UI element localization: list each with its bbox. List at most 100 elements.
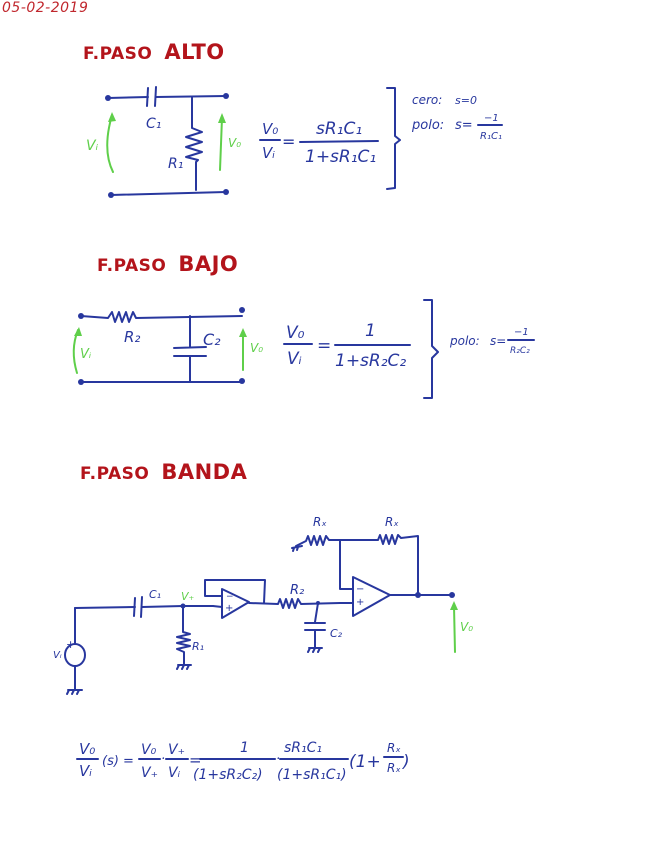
- output-terminal-top: [223, 93, 229, 99]
- eq-lhs-arg: (s) =: [102, 754, 134, 769]
- high-pass-circuit: C₁ R₁ Vᵢ V₀: [86, 86, 241, 198]
- eq-f2-num: V₊: [168, 742, 185, 758]
- pole-den: R₂C₂: [510, 346, 530, 356]
- label-r2: R₂: [290, 583, 304, 598]
- eq-t3-close: ): [401, 752, 410, 772]
- label-vin: Vᵢ: [80, 347, 92, 362]
- eq-t3-den: Rₓ: [387, 761, 401, 775]
- title-high-pass: F.PASO ALTO: [83, 40, 225, 64]
- opamp-plus: +: [225, 603, 233, 614]
- tf-numerator: sR₁C₁: [316, 119, 362, 139]
- resistor-rx-feedback: [339, 534, 419, 596]
- label-c1: C₁: [146, 116, 161, 132]
- vout-arrow: [453, 605, 456, 653]
- capacitor-c2-symbol: [173, 315, 207, 383]
- equals-sign: =: [317, 336, 331, 356]
- tf-lhs-num: V₀: [286, 323, 305, 343]
- vout-arrowhead: [218, 113, 226, 123]
- wire: [74, 606, 136, 609]
- label-vout: V₀: [250, 341, 263, 355]
- eq-dot: ·: [161, 752, 165, 767]
- band-pass-equation: V₀ Vᵢ (s) = V₀ V₊ · V₊ Vᵢ = 1 (1+sR₂C₂) …: [76, 740, 410, 783]
- vin-arrow: [106, 114, 114, 173]
- output-terminal-bottom: [239, 378, 245, 384]
- low-pass-circuit: R₂ C₂ Vᵢ V₀: [72, 307, 263, 385]
- label-r1: R₁: [192, 640, 204, 653]
- pole-num: −1: [514, 327, 529, 338]
- equals-sign: =: [282, 132, 295, 151]
- title-prefix: F.PASO: [80, 464, 150, 484]
- label-r2: R₂: [124, 328, 140, 346]
- resistor-r2-symbol: [248, 598, 341, 609]
- vout-arrow: [219, 117, 223, 171]
- label-rx-feedback: Rₓ: [385, 515, 399, 529]
- resistor-rx-to-ground: [295, 535, 341, 547]
- eq-f1-num: V₀: [141, 742, 157, 758]
- output-terminal-top: [239, 307, 245, 313]
- ground-symbol: [66, 665, 83, 695]
- title-main: BAJO: [178, 252, 239, 276]
- label-c1: C₁: [149, 588, 161, 601]
- wire: [110, 191, 227, 196]
- eq-lhs-den: Vᵢ: [79, 762, 92, 780]
- pole-lhs: s=: [490, 334, 506, 348]
- zero-label: cero:: [412, 93, 442, 107]
- tf-lhs-den: Vᵢ: [287, 349, 302, 369]
- pole-label: polo:: [411, 118, 444, 133]
- label-c2: C₂: [203, 330, 221, 349]
- eq-t1-den: (1+sR₂C₂): [193, 767, 263, 783]
- band-pass-circuit: + Vᵢ C₁ V₊ R₁ − + R₂ C₂ − + Rₓ: [53, 515, 473, 695]
- vout-arrowhead: [450, 601, 458, 610]
- buffer-feedback-wire: [204, 579, 266, 604]
- eq-t3-open: (1+: [349, 752, 381, 772]
- eq-lhs-num: V₀: [79, 740, 95, 758]
- vin-arrowhead: [108, 112, 116, 122]
- pole-num: −1: [484, 113, 499, 124]
- wire: [141, 605, 184, 608]
- eq-t2-den: (1+sR₁C₁): [277, 767, 347, 783]
- tf-lhs-num: V₀: [262, 120, 278, 138]
- tf-numerator: 1: [365, 321, 376, 341]
- resistor-r1-to-ground: [176, 605, 192, 670]
- wire: [107, 96, 149, 99]
- title-main: ALTO: [164, 40, 225, 64]
- title-band-pass: F.PASO BANDA: [80, 460, 247, 484]
- label-vin: Vᵢ: [86, 138, 99, 154]
- capacitor-c1-symbol: [133, 596, 143, 618]
- buffer-op-amp: [221, 588, 250, 619]
- wire: [212, 605, 223, 608]
- eq-t2-num: sR₁C₁: [284, 740, 322, 756]
- label-vi-source: Vᵢ: [53, 650, 62, 661]
- zero-value: s=0: [455, 94, 477, 107]
- label-r1: R₁: [168, 156, 183, 172]
- opamp-minus: −: [356, 584, 364, 595]
- tf-denominator: 1+sR₁C₁: [305, 147, 376, 167]
- title-main: BANDA: [161, 460, 248, 484]
- label-vout: V₀: [228, 136, 241, 150]
- label-rx-ground: Rₓ: [313, 515, 327, 529]
- resistor-r1-symbol: [185, 96, 203, 191]
- tf-denominator: 1+sR₂C₂: [335, 351, 406, 371]
- title-prefix: F.PASO: [83, 44, 153, 64]
- node: [415, 592, 421, 598]
- output-terminal-bottom: [223, 189, 229, 195]
- pole-den: R₁C₁: [480, 131, 502, 142]
- eq-dot: ·: [276, 752, 280, 767]
- tf-lhs-den: Vᵢ: [262, 144, 275, 162]
- capacitor-c2-to-ground: [304, 602, 326, 653]
- source-plus-sign: +: [66, 638, 75, 651]
- opamp-plus: +: [356, 597, 364, 608]
- capacitor-c1-symbol: [146, 86, 157, 107]
- eq-f2-den: Vᵢ: [168, 765, 181, 781]
- wire: [339, 539, 354, 590]
- fraction-bar: [299, 140, 379, 143]
- label-vplus: V₊: [181, 590, 195, 603]
- opamp-minus: −: [226, 592, 234, 602]
- eq-equals: =: [189, 751, 202, 769]
- wire: [155, 95, 227, 98]
- pole-lhs: s=: [455, 118, 473, 133]
- high-pass-transfer-function: V₀ Vᵢ = sR₁C₁ 1+sR₁C₁ cero: s=0 polo: s=…: [259, 87, 503, 190]
- brace: [386, 87, 401, 190]
